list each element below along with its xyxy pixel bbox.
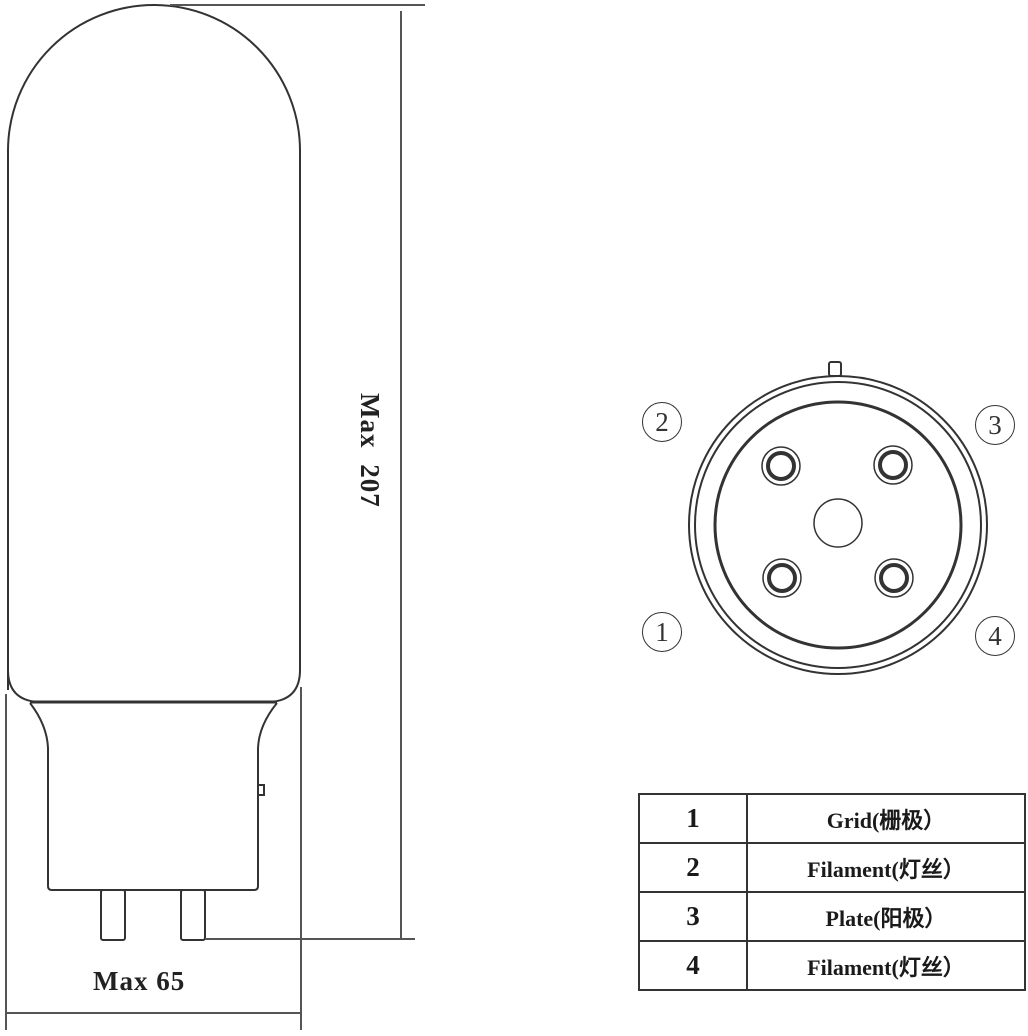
pin-left [100,889,126,941]
table-row: 3 Plate(阳极） [638,891,1026,942]
socket-pin-holes [761,445,914,598]
height-dimension-label: Max 207 [355,393,385,508]
glass-bulb [7,4,301,703]
table-row: 2 Filament(灯丝） [638,842,1026,893]
pin-label-4: 4 [975,616,1015,656]
pin-function-cell: Filament(灯丝） [746,842,1026,893]
table-row: 1 Grid(栅极） [638,793,1026,844]
tube-base [29,702,278,891]
width-dimension-label: Max 65 [93,966,186,996]
pin-right [180,889,206,941]
pin-number-cell: 4 [638,940,748,991]
pinout-table: 1 Grid(栅极） 2 Filament(灯丝） 3 Plate(阳极） 4 … [638,793,1026,991]
pin-number-cell: 1 [638,793,748,844]
socket-bottom-view [688,361,988,675]
pin-function-cell: Plate(阳极） [746,891,1026,942]
pin-number-cell: 3 [638,891,748,942]
pin-label-1: 1 [642,612,682,652]
pin-function-cell: Filament(灯丝） [746,940,1026,991]
pin-number-cell: 2 [638,842,748,893]
base-key-nub [258,784,265,796]
pin-label-3: 3 [975,405,1015,445]
pin-function-cell: Grid(栅极） [746,793,1026,844]
pin-label-2: 2 [642,402,682,442]
table-row: 4 Filament(灯丝） [638,940,1026,991]
